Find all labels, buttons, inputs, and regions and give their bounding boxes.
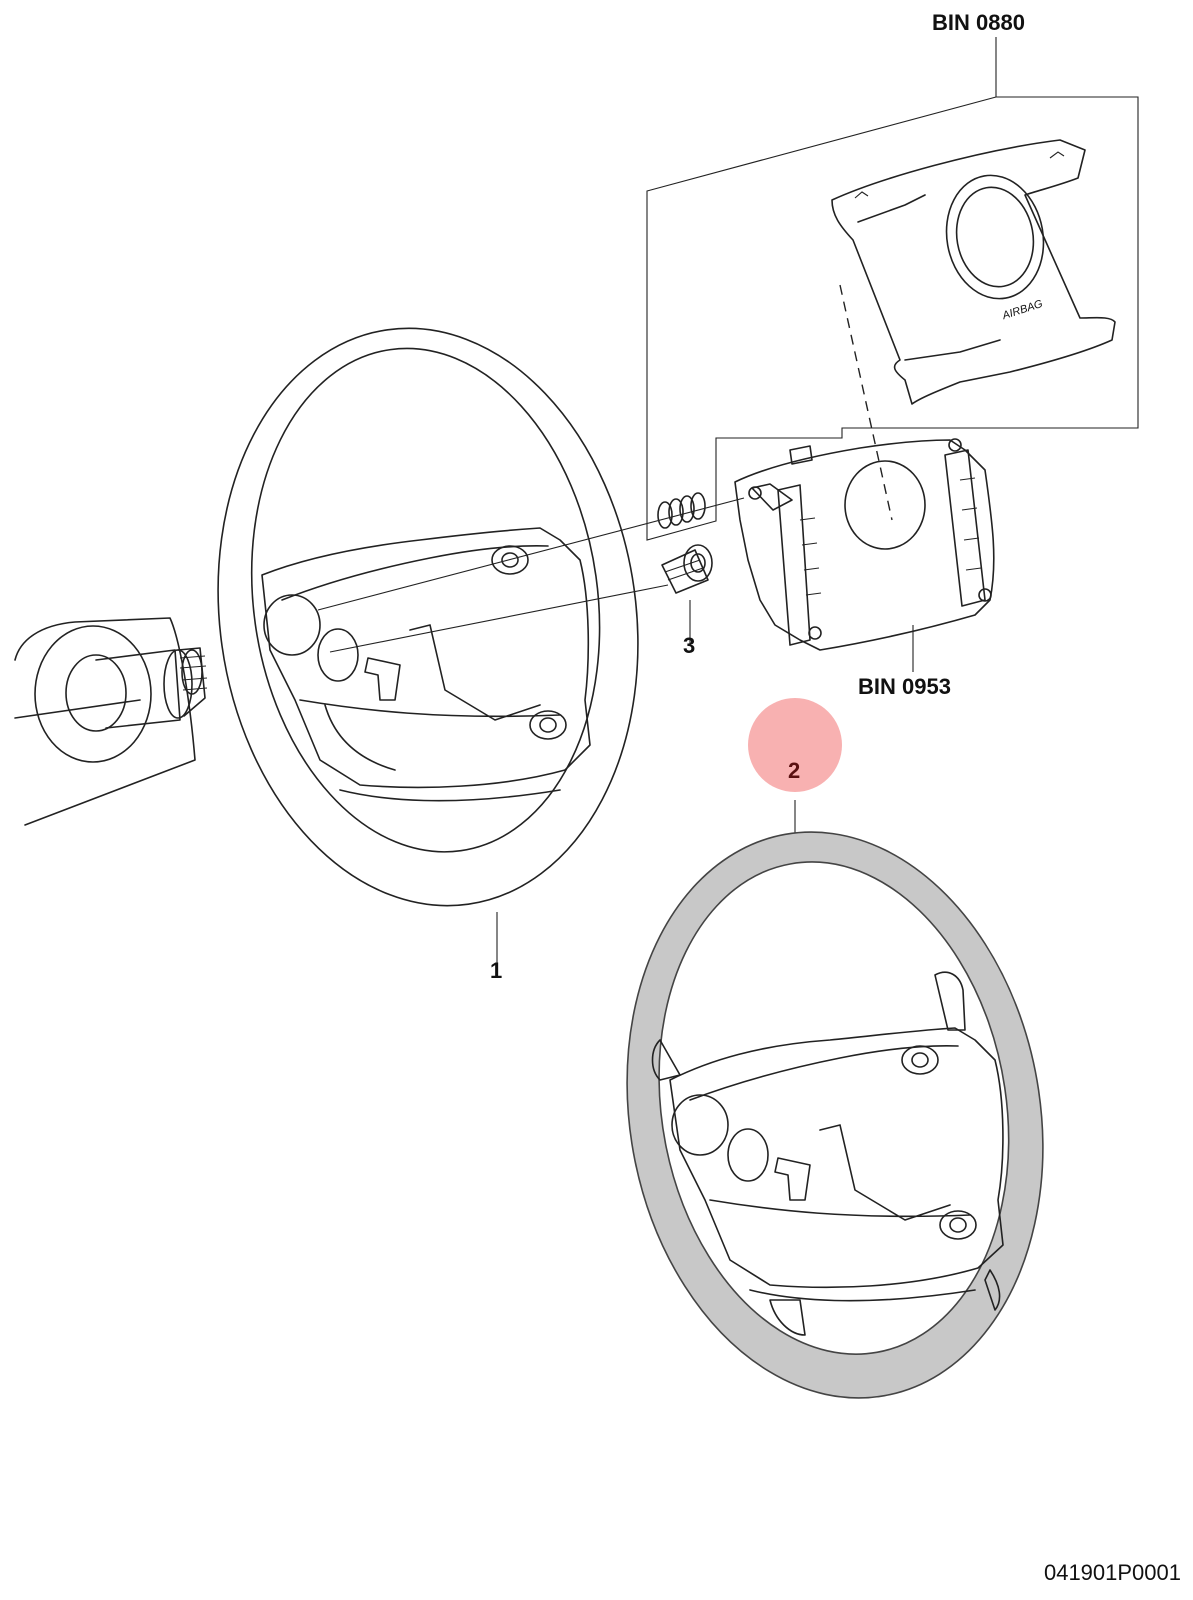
callout-2[interactable]: 2 bbox=[788, 758, 801, 783]
spring-icon bbox=[657, 492, 706, 529]
steering-wheel-2 bbox=[626, 831, 1044, 1399]
leader-lines bbox=[317, 37, 1139, 966]
bin-0953-label[interactable]: BIN 0953 bbox=[858, 674, 951, 699]
document-number: 041901P0001 bbox=[1043, 1560, 1181, 1585]
bin-0880-label[interactable]: BIN 0880 bbox=[932, 10, 1025, 35]
callout-2-highlight[interactable] bbox=[748, 698, 842, 792]
steering-wheel-icon bbox=[217, 327, 639, 907]
control-module-icon bbox=[734, 438, 995, 651]
callout-1[interactable]: 1 bbox=[490, 958, 503, 983]
airbag-cover-icon bbox=[831, 139, 1116, 405]
steering-column-icon bbox=[14, 617, 208, 826]
callout-3[interactable]: 3 bbox=[683, 633, 696, 658]
nut-icon bbox=[661, 544, 713, 594]
